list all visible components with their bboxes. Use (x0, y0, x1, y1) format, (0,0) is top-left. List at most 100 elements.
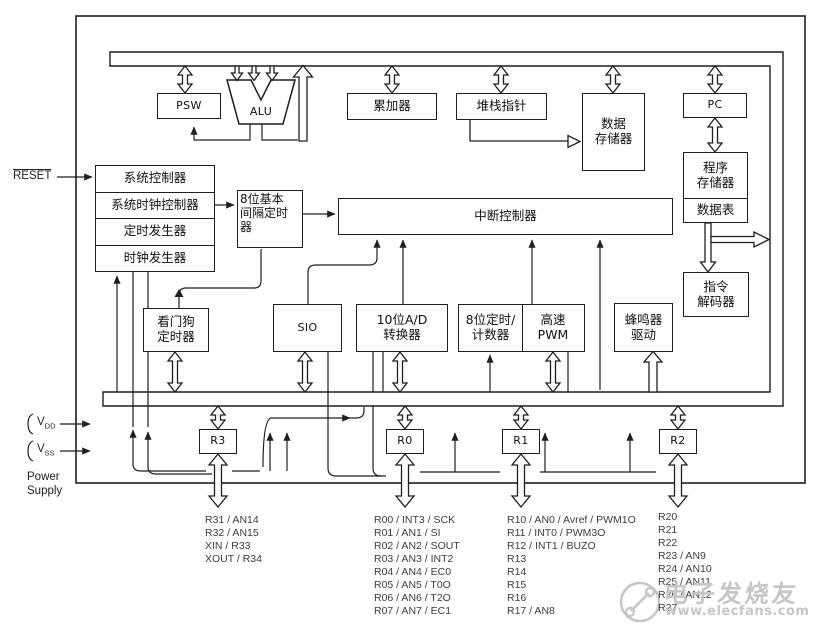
pin-list-r2: R20 R21 R22 R23 / AN9 R24 / AN10 R25 / A… (658, 511, 712, 615)
bus-double-arrow (296, 350, 314, 394)
data-table-section: 数据表 (684, 198, 747, 222)
data-memory-line1: 数据 (600, 116, 626, 132)
bus-double-arrow (669, 404, 687, 431)
block-sio: SIO (273, 304, 342, 352)
pin-row: XIN / R33 (205, 540, 251, 552)
pin-bundle-arrow (207, 452, 229, 509)
block-accumulator: 累加器 (347, 93, 437, 120)
clock-generator-label: 时钟发生器 (123, 249, 187, 265)
pin-bundle-arrow (394, 452, 416, 509)
pin-row: R03 / AN3 / INT2 (374, 553, 454, 565)
pin-row: R16 (507, 592, 527, 604)
block-port-r0: R0 (386, 429, 424, 454)
pin-row: R22 (658, 537, 678, 549)
port-r2-label: R2 (670, 434, 686, 448)
data-bus (102, 51, 784, 407)
basic-interval-timer-line1: 8位基本 (240, 192, 284, 206)
block-high-speed-pwm: 高速 PWM (521, 304, 585, 352)
pin-bundle-arrow (510, 452, 532, 509)
block-interrupt-controller: 中断控制器 (338, 198, 673, 235)
pin-row: R07 / AN7 / EC1 (374, 605, 452, 617)
block-buzzer-driver: 蜂鸣器 驱动 (614, 303, 673, 352)
watchdog-timer-line2: 定时器 (157, 329, 195, 344)
pin-list-r1: R10 / AN0 / Avref / PWM1O R11 / INT0 / P… (507, 514, 636, 618)
block-data-memory: 数据 存储器 (582, 93, 645, 171)
block-system-clock-controller: 系统时钟控制器 (96, 191, 214, 219)
pin-row: R06 / AN6 / T2O (374, 592, 451, 604)
buzzer-driver-line2: 驱动 (630, 326, 656, 342)
pin-row: R23 / AN9 (658, 550, 706, 562)
pin-row: R31 / AN14 (205, 514, 259, 526)
bus-double-arrow (209, 404, 227, 431)
vdd-label: VDD (37, 416, 56, 430)
stack-pointer-label: 堆栈指针 (476, 98, 527, 114)
watermark-url: www.elecfans.com (665, 604, 810, 619)
pin-row: R26 / AN12 (658, 589, 712, 601)
timer-counter-line1: 8位定时/ (465, 312, 516, 328)
data-table-label: 数据表 (696, 202, 735, 218)
block-stack-pointer: 堆栈指针 (456, 93, 547, 120)
pin-row: R02 / AN2 / SOUT (374, 540, 460, 552)
buzzer-driver-line1: 蜂鸣器 (624, 311, 663, 327)
bus-double-arrow (604, 64, 622, 95)
watchdog-arrowhead (174, 289, 184, 297)
watchdog-timer-line1: 看门狗 (157, 314, 195, 330)
port-r3-label: R3 (210, 434, 226, 448)
block-port-r3: R3 (199, 429, 237, 454)
system-clock-controller-label: 系统时钟控制器 (111, 196, 199, 212)
pin-row: R27 (658, 602, 678, 614)
power-supply-line1: Power (27, 471, 60, 483)
block-clock-generator: 时钟发生器 (96, 244, 214, 272)
pin-row: R21 (658, 524, 678, 536)
bus-double-arrow (383, 64, 401, 95)
block-adc: 10位A/D 转换器 (356, 304, 448, 352)
vss-label: VSS (37, 443, 55, 457)
power-supply-label: Power Supply (27, 470, 62, 498)
bus-double-arrow (706, 116, 724, 154)
pin-row: R14 (507, 566, 527, 578)
power-supply-line2: Supply (27, 485, 63, 497)
block-timing-generator: 定时发生器 (96, 218, 214, 245)
bus-double-arrow (391, 350, 409, 394)
reset-label: RESET (13, 169, 52, 182)
bus-double-arrow (512, 404, 530, 431)
pin-row: R24 / AN10 (658, 563, 712, 575)
bus-double-arrow (544, 350, 562, 394)
bus-double-arrow (396, 404, 414, 431)
pin-list-r3: R31 / AN14 R32 / AN15 XIN / R33 XOUT / R… (205, 514, 262, 566)
pin-row: R01 / AN1 / SI (374, 527, 441, 539)
bus-double-arrow (176, 64, 194, 95)
watermark: 电子发烧友 www.elecfans.com (620, 560, 839, 630)
pin-row: R05 / AN5 / T0O (374, 579, 451, 591)
pin-row: R13 (507, 553, 527, 565)
block-psw: PSW (157, 93, 221, 119)
basic-interval-timer-line2: 间隔定时 (240, 206, 289, 221)
pin-row: R32 / AN15 (205, 527, 259, 539)
interrupt-controller-label: 中断控制器 (474, 208, 537, 224)
pin-row: R04 / AN4 / EC0 (374, 566, 452, 578)
adc-line2: 转换器 (383, 327, 421, 342)
chip-border (75, 15, 806, 484)
hollow-arrows-generated (166, 64, 724, 509)
instruction-decoder-line2: 解码器 (697, 293, 735, 309)
basic-interval-timer-line3: 器 (240, 220, 253, 235)
vss-base: V (37, 443, 45, 455)
port-r1-label: R1 (513, 434, 529, 448)
system-controller-label: 系统控制器 (123, 170, 187, 186)
sio-label: SIO (297, 320, 318, 334)
block-timer-counter: 8位定时/ 计数器 (458, 304, 523, 352)
block-instruction-decoder: 指令 解码器 (683, 272, 749, 317)
pin-row: XOUT / R34 (205, 553, 262, 565)
port-r0-label: R0 (397, 434, 413, 448)
block-pc: PC (683, 93, 747, 118)
timing-generator-label: 定时发生器 (123, 223, 187, 239)
data-memory-line2: 存储器 (594, 131, 633, 146)
pc-label: PC (707, 98, 723, 112)
block-alu: ALU (240, 104, 282, 120)
program-memory-line2: 存储器 (696, 174, 735, 190)
bus-double-arrow (166, 350, 184, 394)
bus-double-arrow (492, 64, 510, 95)
block-program-memory: 程序 存储器 数据表 (683, 152, 748, 223)
instruction-decoder-line1: 指令 (703, 278, 729, 294)
accumulator-label: 累加器 (373, 98, 411, 114)
